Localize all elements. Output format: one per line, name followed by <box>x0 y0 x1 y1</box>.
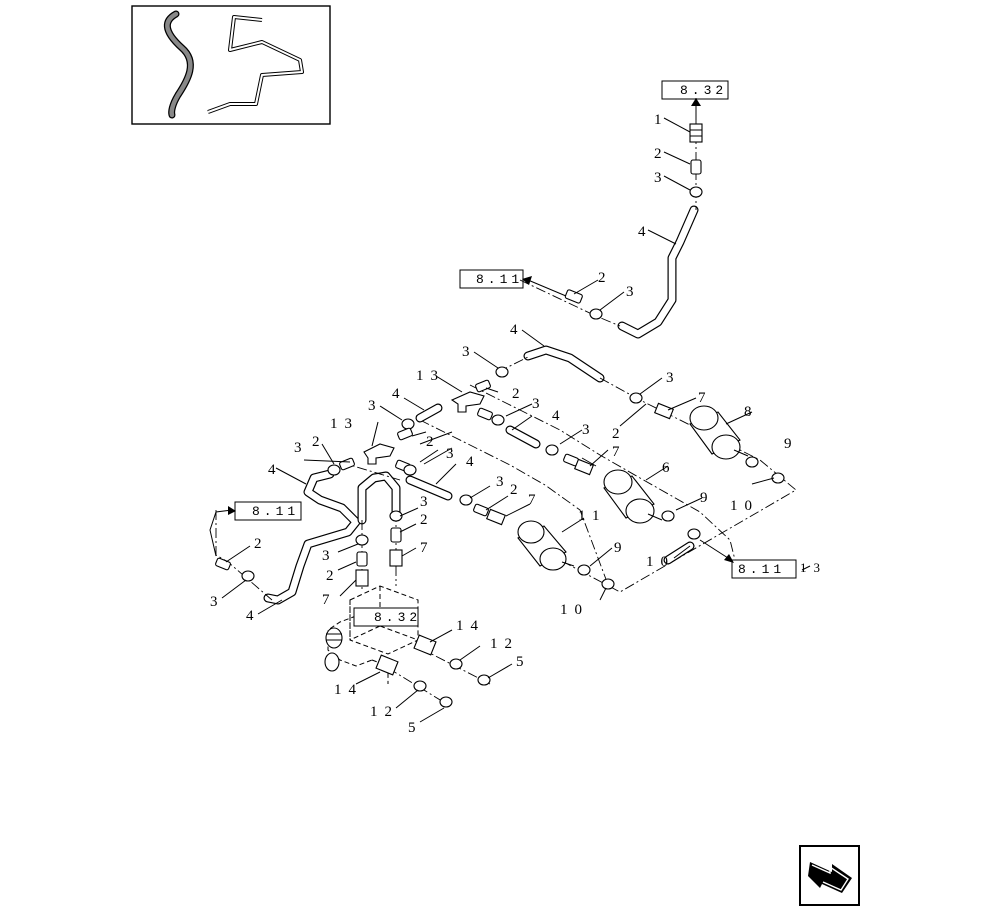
callout-2-e: 2 <box>510 482 525 498</box>
fittings[interactable] <box>215 123 785 708</box>
callout-3-i: 3 <box>420 494 435 510</box>
callout-7-e: 7 <box>322 592 337 608</box>
callout-4-d: 4 <box>466 454 481 470</box>
callout-3-f: 3 <box>582 422 597 438</box>
callout-2-f: 2 <box>420 512 435 528</box>
return-arrow-icon[interactable] <box>799 845 860 906</box>
callout-3-j: 3 <box>322 548 337 564</box>
callout-12-b: 12 <box>370 704 399 720</box>
tube-upper-right <box>617 205 699 339</box>
callout-1-top: 1 <box>654 112 669 128</box>
callout-2-h: 2 <box>254 536 269 552</box>
callout-13-c: 13 <box>800 560 827 575</box>
callout-3-a: 3 <box>368 398 383 414</box>
callout-3-h: 3 <box>496 474 511 490</box>
callout-4-b: 4 <box>552 408 567 424</box>
callout-3-k: 3 <box>210 594 225 610</box>
callout-14-a: 14 <box>456 618 485 634</box>
ref-box-block[interactable]: 8.32 <box>353 607 421 627</box>
callout-4-top: 4 <box>638 224 653 240</box>
callout-4-upper: 4 <box>510 322 525 338</box>
tube-segment-a <box>415 403 443 423</box>
callout-10-b: 10 <box>646 554 675 570</box>
ref-left-label: 8.11 <box>252 504 299 519</box>
ref-box-mid[interactable]: 8.11 <box>459 269 524 289</box>
callout-7-c: 7 <box>528 492 543 508</box>
filter-canister-11[interactable] <box>517 520 575 571</box>
tube-u-bend <box>357 471 401 525</box>
callout-10-a: 10 <box>730 498 759 514</box>
tube-segment-c <box>405 475 453 501</box>
callout-6: 6 <box>662 460 677 476</box>
tube-left-loop <box>263 469 361 605</box>
callout-5-a: 5 <box>516 654 531 670</box>
callout-2-c: 2 <box>426 434 441 450</box>
callout-12-a: 12 <box>490 636 519 652</box>
filter-canister-8[interactable] <box>689 405 749 460</box>
callout-3-mid: 3 <box>626 284 641 300</box>
ref-mid-label: 8.11 <box>476 272 523 287</box>
ref-block-label: 8.32 <box>374 610 421 625</box>
callout-2-a: 2 <box>512 386 527 402</box>
callout-2-g: 2 <box>326 568 341 584</box>
callout-3-upper: 3 <box>462 344 477 360</box>
ref-box-top[interactable]: 8.32 <box>661 80 729 100</box>
callout-3-d: 3 <box>446 446 461 462</box>
callout-13-a: 13 <box>416 368 445 384</box>
filter-canister-6[interactable] <box>603 469 663 524</box>
tube-4-top <box>523 345 605 383</box>
callout-3-top: 3 <box>654 170 669 186</box>
callout-5-b: 5 <box>408 720 423 736</box>
ref-box-left[interactable]: 8.11 <box>234 501 302 521</box>
callout-2-top: 2 <box>654 146 669 162</box>
tube-segment-b <box>505 425 541 449</box>
valve-block[interactable]: 8.32 <box>324 585 421 684</box>
callout-3-b: 3 <box>532 396 547 412</box>
ref-right-label: 8.11 <box>738 562 785 577</box>
callout-3-e: 3 <box>294 440 309 456</box>
callout-7-b: 7 <box>612 444 627 460</box>
callout-4-e: 4 <box>246 608 261 624</box>
callout-3-c: 3 <box>666 370 681 386</box>
callout-14-b: 14 <box>334 682 363 698</box>
callout-10-c: 10 <box>560 602 589 618</box>
callout-9-b: 9 <box>700 490 715 506</box>
callout-9-a: 9 <box>784 436 799 452</box>
callout-4-c: 4 <box>268 462 283 478</box>
callout-7-d: 7 <box>420 540 435 556</box>
leader-lines <box>221 117 811 723</box>
callout-9-c: 9 <box>614 540 629 556</box>
tube-thumbnail-icon[interactable] <box>131 5 331 125</box>
callout-2-d: 2 <box>312 434 327 450</box>
callout-4-a: 4 <box>392 386 407 402</box>
ref-box-right[interactable]: 8.11 <box>731 559 797 579</box>
callout-7-a: 7 <box>698 390 713 406</box>
callout-8: 8 <box>744 404 759 420</box>
callout-13-b: 13 <box>330 416 359 432</box>
callout-2-b: 2 <box>612 426 627 442</box>
callout-2-mid: 2 <box>598 270 613 286</box>
callout-numbers: 1 2 3 4 2 3 4 3 13 2 4 3 3 4 3 7 8 2 13 … <box>210 112 827 736</box>
callout-11: 11 <box>578 508 606 524</box>
ref-top-label: 8.32 <box>680 83 727 98</box>
